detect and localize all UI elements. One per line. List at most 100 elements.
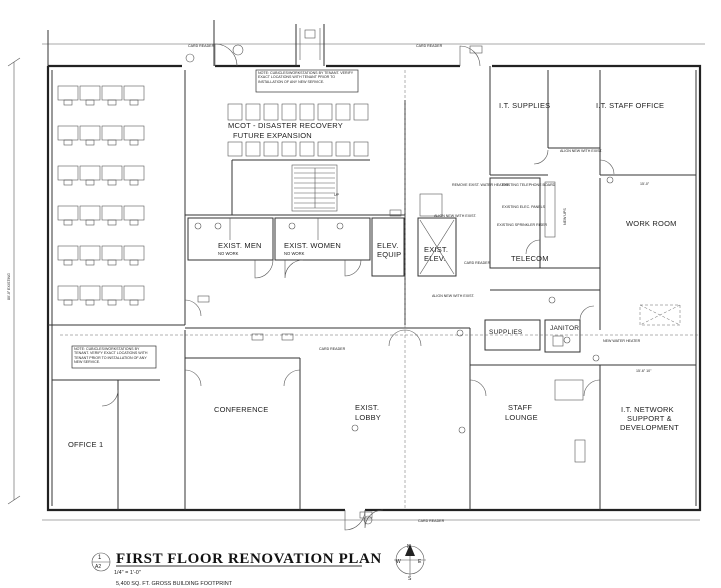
cubicle-desk xyxy=(101,85,123,101)
cubicle-chair xyxy=(129,99,139,106)
cubicle-chair xyxy=(63,99,73,106)
label-elev-equip-2: EQUIP xyxy=(377,250,401,259)
card-reader-label-3: CARD READER xyxy=(464,261,491,265)
dim-workroom: 15'-0" xyxy=(640,182,650,186)
mcot-workstations xyxy=(227,103,369,157)
left-cubicles xyxy=(57,85,145,306)
label-conference: CONFERENCE xyxy=(214,405,269,414)
cubicle-desk xyxy=(123,165,145,181)
cubicle-desk xyxy=(79,285,101,301)
existing-elec-note: EXISTING ELEC. PANELS xyxy=(502,205,546,209)
mcot-area-walls xyxy=(48,70,406,326)
label-lobby-2: LOBBY xyxy=(355,413,381,422)
cubicle-desk xyxy=(123,245,145,261)
corridor-walls xyxy=(60,70,700,510)
cubicle-desk xyxy=(79,125,101,141)
drawing-scale: 1/4" = 1'-0" xyxy=(114,570,141,576)
room-labels: MCOT - DISASTER RECOVERY FUTURE EXPANSIO… xyxy=(68,101,679,449)
label-janitor: JANITOR xyxy=(550,325,579,332)
compass-e: E xyxy=(418,559,422,565)
align-note-2: ALIGN NEW WITH EXIST. xyxy=(434,214,477,218)
left-dimension-label: 80'-0" EXISTING xyxy=(7,273,11,300)
cubicle-chair xyxy=(107,259,117,266)
cubicle-chair xyxy=(63,139,73,146)
mcot-desk xyxy=(317,103,333,121)
cubicle-desk xyxy=(123,285,145,301)
north-arrow-icon: N S E W xyxy=(394,544,426,582)
lower-rooms-walls xyxy=(52,299,601,510)
label-elev-equip-1: ELEV. xyxy=(377,241,399,250)
cubicle-desk xyxy=(57,205,79,221)
door-tag-markers xyxy=(197,45,614,519)
label-exist-elev-1: EXIST. xyxy=(424,245,448,254)
cubicle-chair xyxy=(129,219,139,226)
mcot-desk xyxy=(317,141,333,157)
label-office-1: OFFICE 1 xyxy=(68,440,103,449)
cubicle-desk xyxy=(123,125,145,141)
cubicle-chair xyxy=(129,299,139,306)
mcot-desk xyxy=(353,141,369,157)
elevator-area xyxy=(371,193,457,277)
label-exist-men: EXIST. MEN xyxy=(218,241,262,250)
telecom-walls xyxy=(489,177,601,330)
cubicle-chair xyxy=(85,259,95,266)
card-reader-label-2: CARD READER xyxy=(416,44,443,48)
cubicle-chair xyxy=(107,179,117,186)
annotations: CARD READER CARD READER CARD READER CARD… xyxy=(71,44,652,523)
label-telecom: TELECOM xyxy=(511,254,549,263)
mcot-desk xyxy=(299,103,315,121)
cubicle-desk xyxy=(101,205,123,221)
cubicle-chair xyxy=(63,299,73,306)
it-rooms-walls xyxy=(489,66,696,176)
mcot-desk xyxy=(353,103,369,121)
label-exist-women-sub: NO WORK xyxy=(284,251,305,256)
label-staff-lounge-1: STAFF xyxy=(508,403,532,412)
cubicle-chair xyxy=(63,259,73,266)
compass-w: W xyxy=(396,559,401,565)
cubicle-chair xyxy=(85,99,95,106)
work-room-fixtures xyxy=(639,304,681,326)
card-reader-label-1: CARD READER xyxy=(188,44,215,48)
mcot-desk xyxy=(227,141,243,157)
label-work-room: WORK ROOM xyxy=(626,219,677,228)
stair-up-label: UP xyxy=(334,193,340,197)
cubicle-chair xyxy=(107,139,117,146)
mcot-desk xyxy=(299,141,315,157)
compass-s: S xyxy=(408,576,412,582)
cubicle-desk xyxy=(57,245,79,261)
drawing-footprint: 5,400 SQ. FT. GROSS BUILDING FOOTPRINT xyxy=(116,581,233,587)
mcot-desk xyxy=(245,141,261,157)
mcot-desk xyxy=(281,141,297,157)
stairwell: UP xyxy=(291,164,340,212)
cubicle-chair xyxy=(85,179,95,186)
cubicle-desk xyxy=(101,285,123,301)
mcot-desk xyxy=(335,141,351,157)
align-note-3: ALIGN NEW WITH EXIST. xyxy=(432,294,475,298)
dim-it-network: 15'-6" 10" xyxy=(636,369,652,373)
cubicle-desk xyxy=(57,85,79,101)
exterior-walls xyxy=(46,64,702,512)
cubicle-chair xyxy=(85,219,95,226)
top-entrance xyxy=(47,20,325,66)
compass-n: N xyxy=(407,544,411,550)
cubicle-chair xyxy=(63,179,73,186)
label-it-supplies: I.T. SUPPLIES xyxy=(499,101,550,110)
note-left-text: NOTE: CUBICLES/WORKSTATIONS BY TENANT. V… xyxy=(74,347,148,365)
note-box-left xyxy=(71,345,157,369)
label-exist-men-sub: NO WORK xyxy=(218,251,239,256)
mcot-desk xyxy=(227,103,243,121)
label-it-network-1: I.T. NETWORK xyxy=(621,405,674,414)
sheet-number: 1 xyxy=(98,555,102,561)
label-mcot-line2: FUTURE EXPANSION xyxy=(233,131,312,140)
cubicle-chair xyxy=(129,259,139,266)
label-it-staff-office: I.T. STAFF OFFICE xyxy=(596,101,664,110)
new-ups-note: NEW UPS xyxy=(563,208,567,225)
label-it-network-2: SUPPORT & xyxy=(627,414,672,423)
align-note-1: ALIGN NEW WITH EXIST. xyxy=(560,149,603,153)
cubicle-desk xyxy=(123,85,145,101)
label-supplies: SUPPLIES xyxy=(489,329,523,336)
mcot-desk xyxy=(335,103,351,121)
cubicle-desk xyxy=(101,125,123,141)
cubicle-desk xyxy=(57,125,79,141)
